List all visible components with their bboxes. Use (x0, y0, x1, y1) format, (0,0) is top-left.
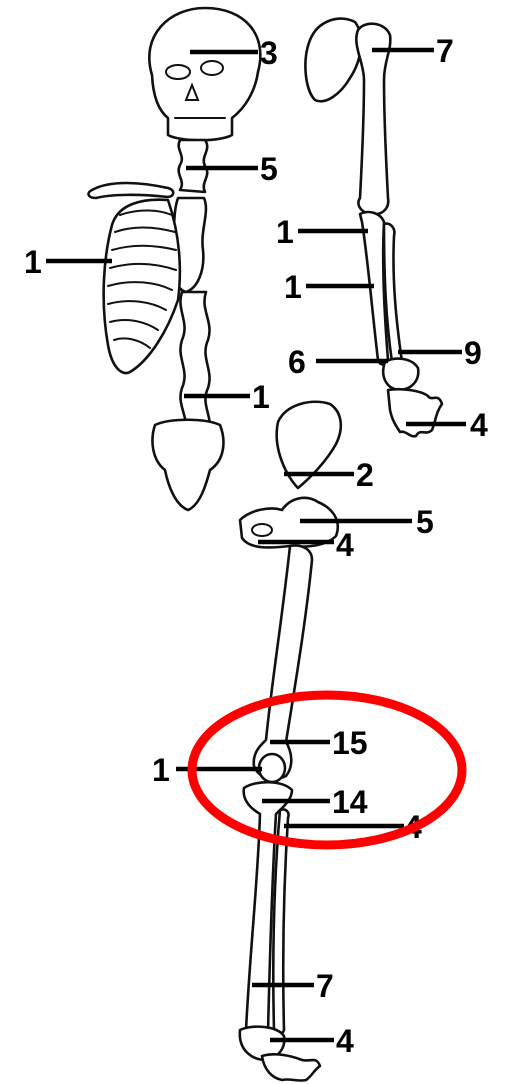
humerus (356, 24, 390, 215)
arm-skeleton (305, 19, 442, 437)
label-foot: 4 (336, 1023, 354, 1059)
carpals (383, 359, 418, 390)
label-ankle: 7 (316, 968, 334, 1004)
label-ischium: 4 (336, 527, 354, 563)
scapula (305, 19, 361, 102)
label-ulna: 1 (276, 214, 294, 250)
label-wrist-left: 6 (288, 344, 306, 380)
label-patella: 1 (152, 752, 170, 788)
foot (262, 1054, 320, 1080)
lumbar-spine (180, 292, 209, 430)
label-radius: 1 (284, 269, 302, 305)
hand (388, 389, 442, 436)
label-tibia-top: 14 (332, 784, 368, 820)
label-wrist-right: 9 (464, 335, 482, 371)
label-femur-knee: 15 (332, 725, 368, 761)
label-ribs: 1 (24, 244, 42, 280)
label-shoulder: 7 (436, 33, 454, 69)
trunk-skeleton (89, 8, 261, 510)
label-lumbar: 1 (252, 379, 270, 415)
label-ilium: 2 (356, 457, 374, 493)
rib-cage (104, 200, 180, 373)
clavicle (89, 183, 174, 198)
label-femur-head: 5 (416, 504, 434, 540)
label-hand: 4 (470, 407, 488, 443)
patella (259, 754, 285, 782)
label-cervical: 5 (260, 151, 278, 187)
sacrum (152, 420, 223, 510)
label-skull: 3 (260, 35, 278, 71)
